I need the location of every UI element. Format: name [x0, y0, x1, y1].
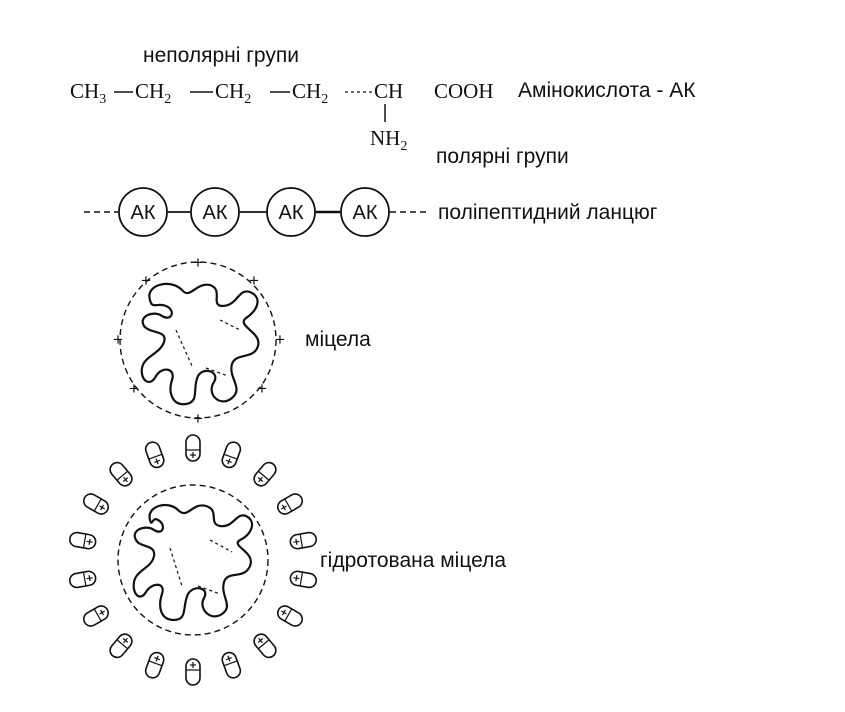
charge-sign: + [141, 271, 151, 290]
micelle-coiled-chain [140, 282, 260, 406]
water-dipole [83, 605, 109, 627]
hydrated-micelle-coiled-chain [132, 503, 254, 622]
nh2-group: NH2 [370, 126, 407, 154]
micelle-crosslink [219, 319, 241, 331]
water-dipole [109, 461, 133, 487]
ch2-group-3: CH2 [292, 79, 328, 107]
water-dipole [185, 434, 201, 462]
chain-unit: АК [118, 187, 168, 237]
water-dipole [289, 570, 318, 589]
amino-acid-label: Амінокислота - АК [518, 79, 696, 102]
water-dipole [253, 461, 277, 487]
ch-group: CH [374, 79, 403, 103]
water-dipole [277, 493, 303, 515]
charge-sign: + [257, 379, 267, 398]
chain-unit: АК [190, 187, 240, 237]
water-dipole [68, 531, 97, 550]
micelle: + + + + + + + + [113, 253, 285, 428]
charge-sign: + [113, 330, 123, 349]
amino-acid-formula: CH3 CH2 CH2 CH2 CH NH2 COOH [70, 79, 494, 154]
polar-groups-label: полярні групи [436, 145, 569, 168]
polypeptide-chain: АК АК АК АК [84, 187, 428, 237]
chain-unit: АК [340, 187, 390, 237]
charge-sign: + [193, 409, 203, 428]
chain-unit-label: АК [131, 202, 156, 224]
chain-unit-label: АК [353, 202, 378, 224]
ch2-group-2: CH2 [215, 79, 251, 107]
water-dipole [68, 570, 97, 589]
micelle-boundary [119, 261, 277, 419]
chain-unit-label: АК [203, 202, 228, 224]
hydrated-micelle [68, 434, 318, 686]
chain-unit-label: АК [279, 202, 304, 224]
hydrated-micelle-label: гідротована міцела [320, 549, 506, 572]
micelle-crosslink [205, 367, 229, 377]
micelle-label: міцела [305, 328, 371, 351]
water-dipole [144, 651, 165, 679]
hydrated-crosslink [197, 585, 221, 595]
polypeptide-label: поліпептидний ланцюг [438, 201, 658, 224]
ch3-group: CH3 [70, 79, 106, 107]
ch2-group-1: CH2 [135, 79, 171, 107]
charge-sign: + [275, 330, 285, 349]
hydrated-crosslink [209, 539, 233, 553]
micelle-charges: + + + + + + + + [113, 253, 285, 428]
water-dipole [144, 441, 165, 469]
micelle-crosslink [175, 329, 193, 367]
water-dipole [83, 493, 109, 515]
water-dipole [253, 633, 277, 659]
cooh-group: COOH [434, 79, 494, 103]
chain-unit: АК [266, 187, 316, 237]
water-dipole [221, 651, 242, 679]
water-dipole [185, 658, 201, 686]
charge-sign: + [193, 253, 203, 272]
water-dipole [277, 605, 303, 627]
water-dipole [221, 441, 242, 469]
nonpolar-groups-label: неполярні групи [143, 44, 299, 67]
charge-sign: + [249, 271, 259, 290]
hydrated-crosslink [169, 547, 183, 587]
hydrated-micelle-boundary [117, 484, 269, 636]
water-dipole [109, 633, 133, 659]
water-dipoles [68, 434, 318, 686]
charge-sign: + [129, 379, 139, 398]
water-dipole [289, 531, 318, 550]
